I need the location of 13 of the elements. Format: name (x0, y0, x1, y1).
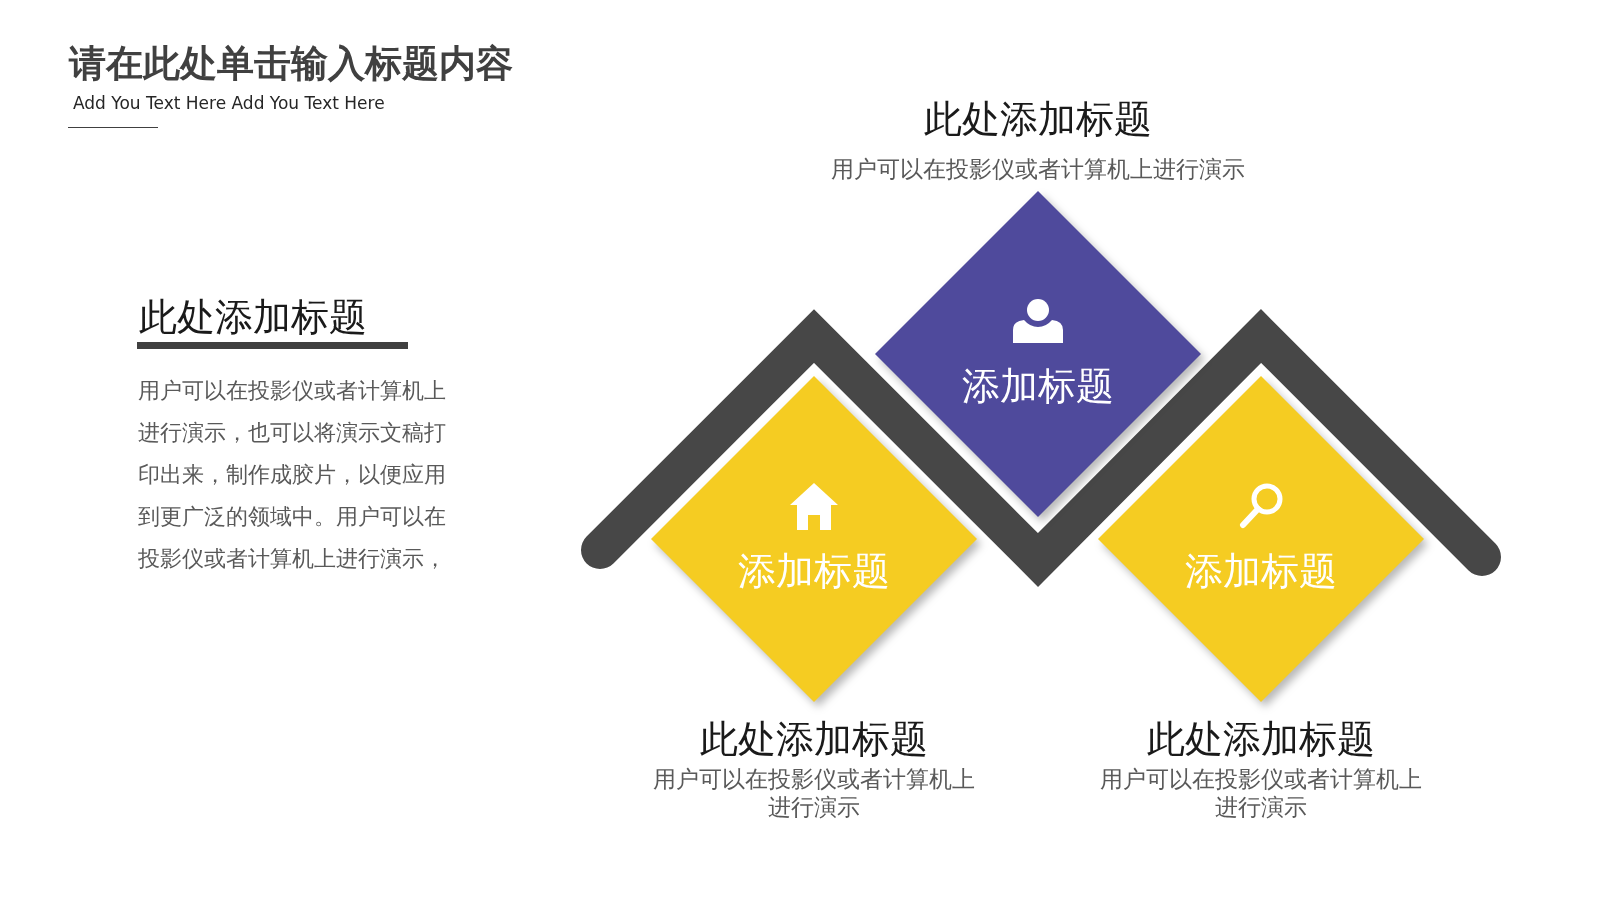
slide-subtitle: Add You Text Here Add You Text Here (73, 92, 385, 114)
description-text: 用户可以在投影仪或者计算机上进行演示 (831, 155, 1245, 183)
body-paragraph: 用户可以在投影仪或者计算机上进行演示，也可以将演示文稿打印出来，制作成胶片，以便应用到更广泛的领域中。用户可以在投影仪或者计算机上进行演示， (138, 377, 447, 573)
slide-title: 请在此处单击输入标题内容 (69, 41, 513, 87)
section-heading: 此处添加标题 (1147, 716, 1375, 763)
section-heading: 此处添加标题 (924, 96, 1152, 143)
diamond-label: 添加标题 (738, 548, 890, 594)
description-text: 用户可以在投影仪或者计算机上进行演示 (1099, 765, 1423, 821)
section-heading: 此处添加标题 (139, 294, 367, 340)
section-heading: 此处添加标题 (700, 716, 928, 763)
diamond-label: 添加标题 (962, 363, 1114, 409)
diamond-label: 添加标题 (1185, 548, 1337, 594)
description-text: 用户可以在投影仪或者计算机上进行演示 (652, 765, 976, 821)
